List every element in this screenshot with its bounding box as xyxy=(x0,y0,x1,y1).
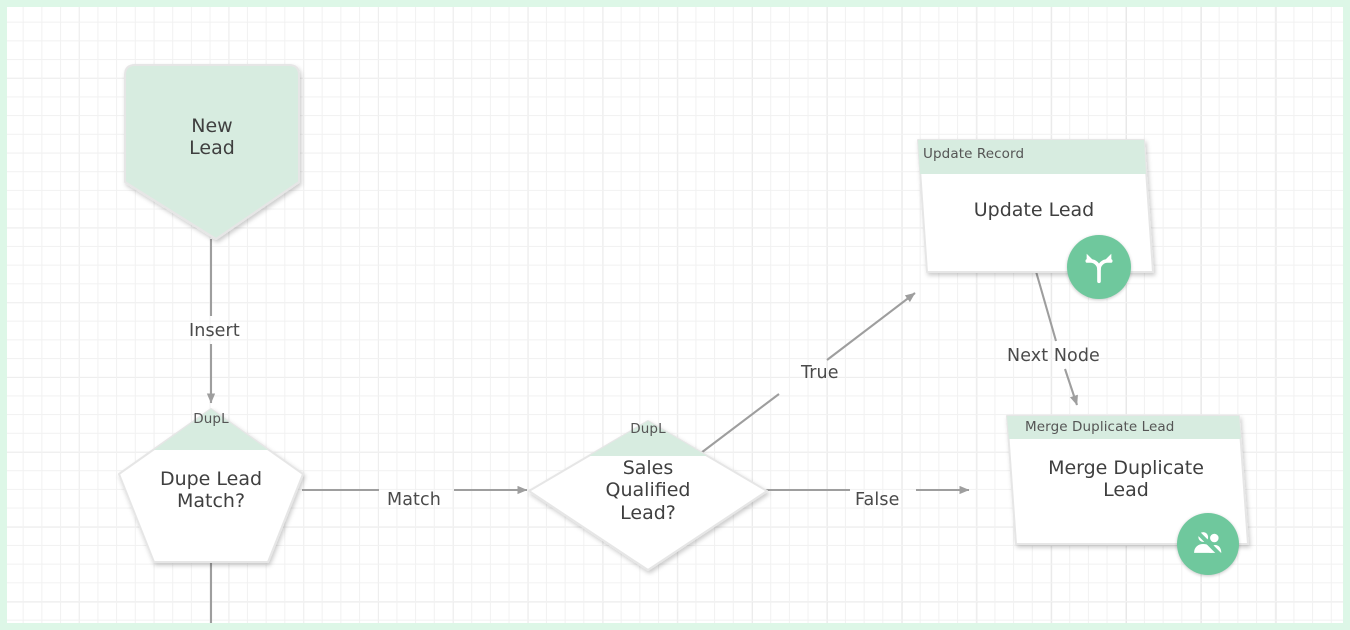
merge-users-icon xyxy=(1193,528,1224,559)
flowchart-canvas[interactable]: New Lead DupL Dupe Lead Match? DupL Sale… xyxy=(7,7,1343,623)
node-sales-qualified-lead[interactable] xyxy=(528,420,768,571)
merge-users-icon-badge[interactable] xyxy=(1177,513,1239,575)
branch-split-icon-badge[interactable] xyxy=(1067,235,1131,299)
node-new-lead[interactable] xyxy=(124,64,300,240)
edge-true[interactable] xyxy=(692,292,916,460)
edge-label-true: True xyxy=(801,363,839,383)
node-dupe-lead-match[interactable] xyxy=(118,408,304,563)
edge-label-insert: Insert xyxy=(189,321,240,341)
node-merge-duplicate-lead[interactable] xyxy=(1006,415,1249,545)
edge-label-match: Match xyxy=(387,490,441,510)
edge-next-node[interactable] xyxy=(1031,260,1078,406)
branch-split-icon xyxy=(1085,253,1113,284)
edge-label-next-node: Next Node xyxy=(1007,346,1100,366)
flowchart-graph xyxy=(118,64,1249,623)
edge-label-false: False xyxy=(855,490,900,510)
